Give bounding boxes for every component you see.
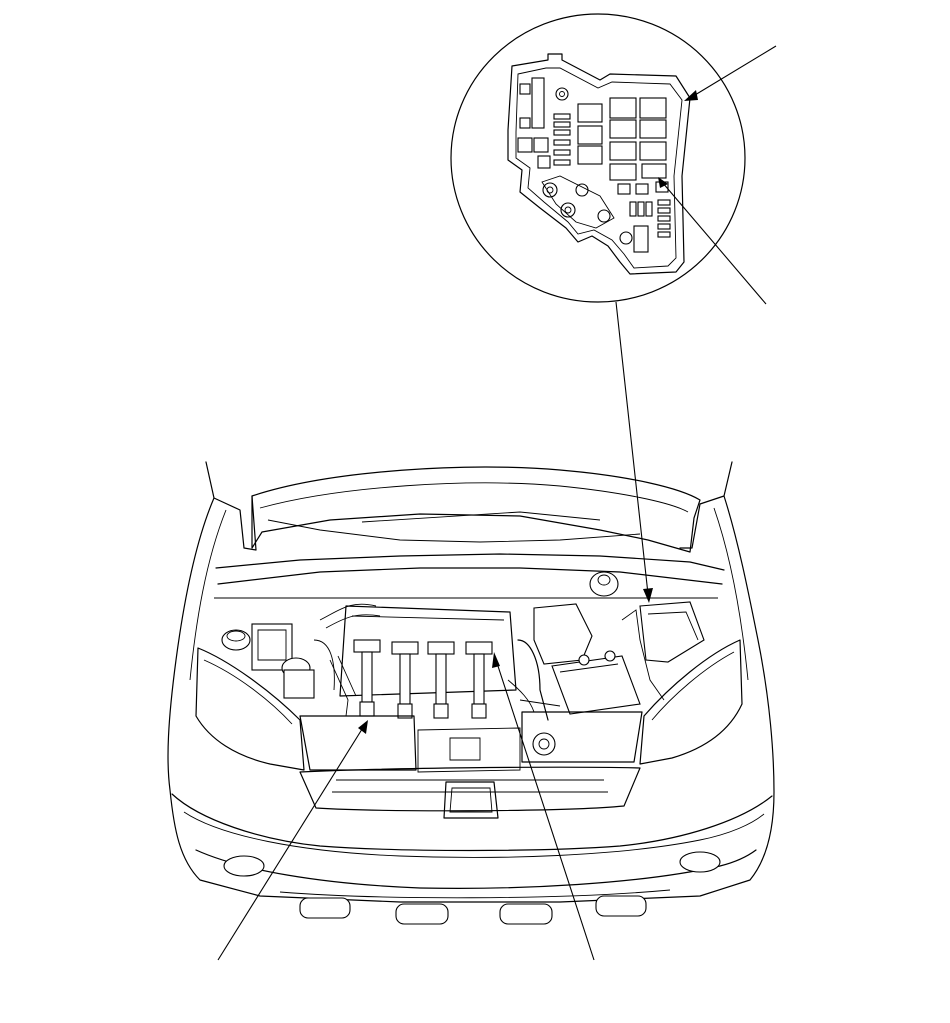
ignition-coil-2 bbox=[391, 641, 419, 719]
fuse-relay-box bbox=[507, 53, 691, 275]
front-grille bbox=[299, 766, 641, 819]
fuse-leader bbox=[658, 177, 767, 305]
detail-circle bbox=[450, 13, 746, 303]
coil-leader-right bbox=[492, 652, 595, 961]
ignition-coil-1 bbox=[353, 639, 381, 717]
ignition-coil-3 bbox=[427, 641, 455, 719]
underhood-fuse-box bbox=[639, 601, 705, 663]
vehicle-front bbox=[167, 461, 775, 925]
coil-leader-left bbox=[217, 720, 368, 961]
ignition-coil-4 bbox=[465, 641, 493, 719]
washer-reservoir-cap bbox=[221, 629, 251, 651]
fuse-box-leader bbox=[684, 45, 777, 101]
oil-filler-cap bbox=[532, 732, 556, 756]
strut-tower-right bbox=[589, 571, 619, 597]
coolant-reservoir bbox=[281, 639, 335, 699]
detail-link-line bbox=[615, 301, 653, 603]
battery bbox=[551, 650, 641, 715]
